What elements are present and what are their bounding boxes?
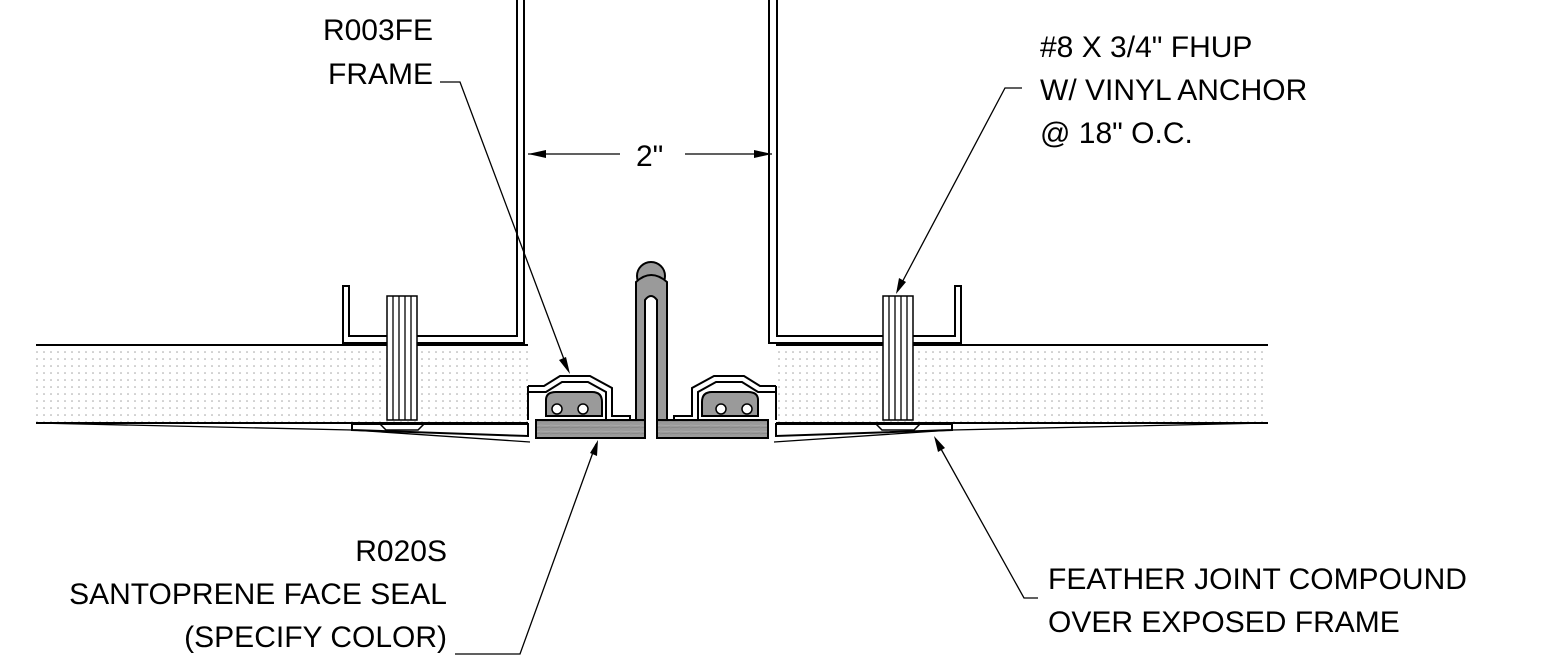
leader-face-seal	[455, 440, 598, 655]
screw-label-line1: #8 X 3/4" FHUP	[1040, 31, 1252, 64]
metal-stud-left	[342, 0, 525, 344]
face-seal-base-right	[656, 419, 769, 439]
gypsum-board-right	[776, 344, 1268, 424]
dimension-line	[528, 150, 772, 158]
leader-joint-compound	[934, 436, 1038, 599]
face-seal-bulb	[635, 261, 668, 421]
screw-label-line3: @ 18" O.C.	[1040, 117, 1193, 150]
leader-screw	[896, 87, 1022, 294]
seal-name-label: SANTOPRENE FACE SEAL	[69, 578, 447, 611]
frame-flange-right	[773, 422, 1269, 443]
frame-channel-left	[527, 375, 631, 420]
leader-frame	[440, 81, 570, 374]
seal-note-label: (SPECIFY COLOR)	[184, 621, 447, 654]
frame-part-label: R003FE	[323, 14, 433, 47]
dimension-label: 2"	[636, 140, 663, 173]
gypsum-board-left	[36, 344, 528, 424]
face-seal-base-left	[535, 419, 646, 439]
seal-part-label: R020S	[355, 535, 447, 568]
compound-label-line2: OVER EXPOSED FRAME	[1048, 606, 1400, 639]
frame-flange-left	[35, 422, 531, 443]
metal-stud-right	[768, 0, 962, 344]
screw-anchor-left	[378, 295, 426, 431]
frame-channel-right	[673, 375, 777, 420]
screw-label-line2: W/ VINYL ANCHOR	[1040, 74, 1307, 107]
compound-label-line1: FEATHER JOINT COMPOUND	[1048, 563, 1467, 596]
screw-anchor-right	[874, 295, 922, 431]
frame-name-label: FRAME	[328, 58, 433, 91]
